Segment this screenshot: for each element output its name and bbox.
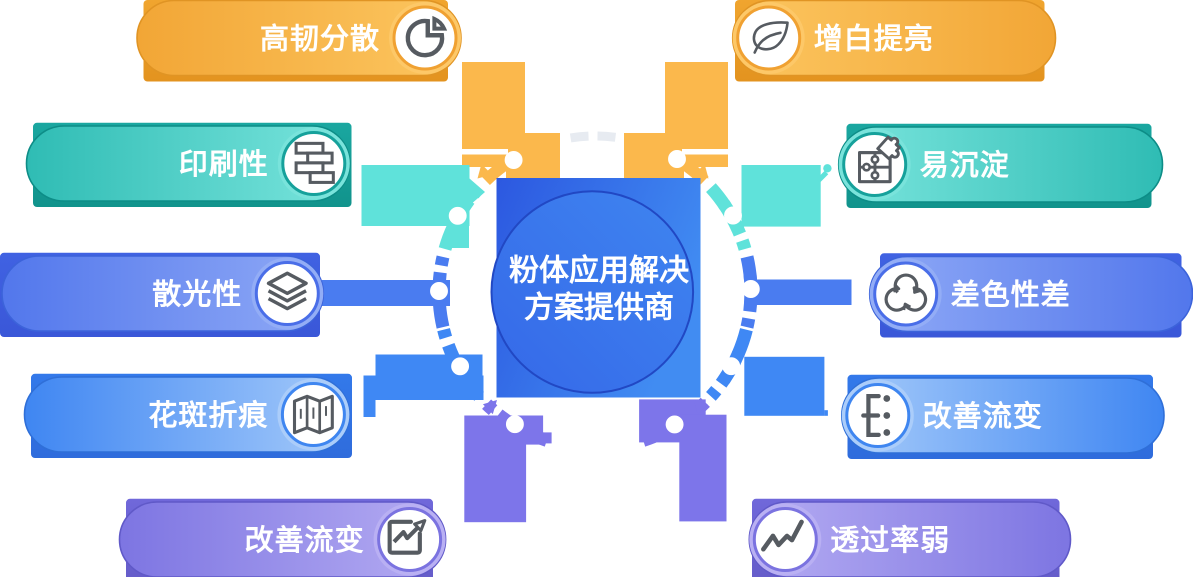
svg-text:增白提亮: 增白提亮 [814, 22, 934, 56]
svg-text:改善流变: 改善流变 [245, 523, 365, 557]
svg-text:散光性: 散光性 [152, 278, 242, 311]
svg-text:印刷性: 印刷性 [179, 148, 269, 181]
svg-text:差色性差: 差色性差 [951, 278, 1071, 312]
svg-text:粉体应用解决: 粉体应用解决 [509, 254, 689, 288]
svg-text:透过率弱: 透过率弱 [830, 523, 950, 557]
svg-text:改善流变: 改善流变 [923, 399, 1043, 433]
svg-text:花斑折痕: 花斑折痕 [148, 399, 268, 432]
svg-text:方案提供商: 方案提供商 [524, 291, 674, 325]
svg-text:易沉淀: 易沉淀 [920, 149, 1010, 182]
svg-text:高韧分散: 高韧分散 [260, 23, 380, 56]
